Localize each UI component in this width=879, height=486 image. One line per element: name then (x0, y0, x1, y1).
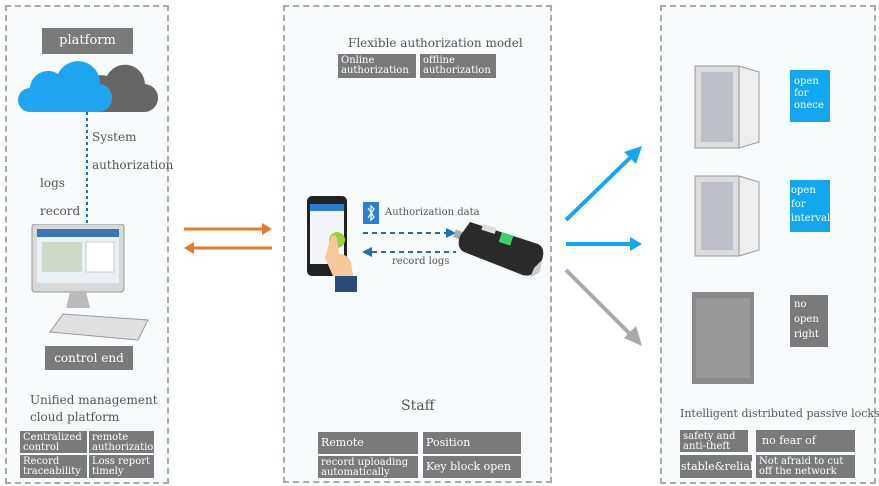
mode-online: Online authorization (338, 54, 416, 78)
feature-remote-authorization: remote authorization (89, 431, 154, 453)
record-label: record (40, 204, 81, 218)
right-title: Intelligent distributed passive locks (680, 407, 879, 420)
feature-loss-report: Loss report timely (89, 455, 154, 478)
feature-record-traceability: Record traceability (20, 455, 87, 478)
cabinet-closed-icon (692, 292, 754, 384)
bidirectional-orange-arrows (184, 223, 272, 254)
state-arrows (564, 146, 642, 346)
feature-key-block-open: Key block open (423, 456, 521, 478)
feature-network-independent: Not afraid to cut off the network (756, 455, 855, 478)
electronic-key-icon (453, 222, 544, 278)
logs-label: logs (40, 176, 65, 190)
middle-title: Flexible authorization model (348, 36, 523, 50)
cloud-icon (18, 61, 158, 113)
bluetooth-icon (363, 202, 379, 224)
staff-title: Staff (401, 398, 435, 414)
authorization-data-label: Authorization data (385, 207, 480, 218)
feature-position-navigation: Position navigation (423, 432, 521, 454)
left-title-1: Unified management (30, 393, 158, 407)
feature-stable-reliable: stable&reliable (680, 455, 752, 478)
feature-no-fear-thunder: no fear of thunder (756, 430, 855, 452)
system-label: System (92, 130, 137, 144)
platform-label: platform (42, 28, 133, 54)
dashed-arrows (362, 228, 456, 257)
computer-icon (31, 224, 149, 341)
control-end-label: control end (45, 346, 133, 370)
left-title-2: cloud platform (30, 410, 120, 424)
state-open-interval: open for interval (790, 180, 830, 232)
sync-dotted-line (86, 112, 88, 228)
mode-offline: offline authorization (420, 54, 496, 78)
feature-record-uploading: record uploading automatically (318, 456, 418, 478)
cabinet-open-icon-1 (694, 65, 760, 149)
feature-safety-anti-theft: safety and anti-theft (680, 430, 748, 452)
record-logs-label: record logs (392, 256, 450, 267)
feature-remote-authorization-staff: Remote authorization (318, 432, 418, 454)
cabinet-open-icon-2 (694, 175, 760, 257)
phone-icon (307, 196, 357, 292)
state-open-once: open for onece (790, 70, 830, 122)
authorization-label: authorization (92, 158, 174, 172)
feature-centralized-control: Centralized control (20, 431, 87, 453)
state-no-open-right: no open right (790, 295, 828, 347)
